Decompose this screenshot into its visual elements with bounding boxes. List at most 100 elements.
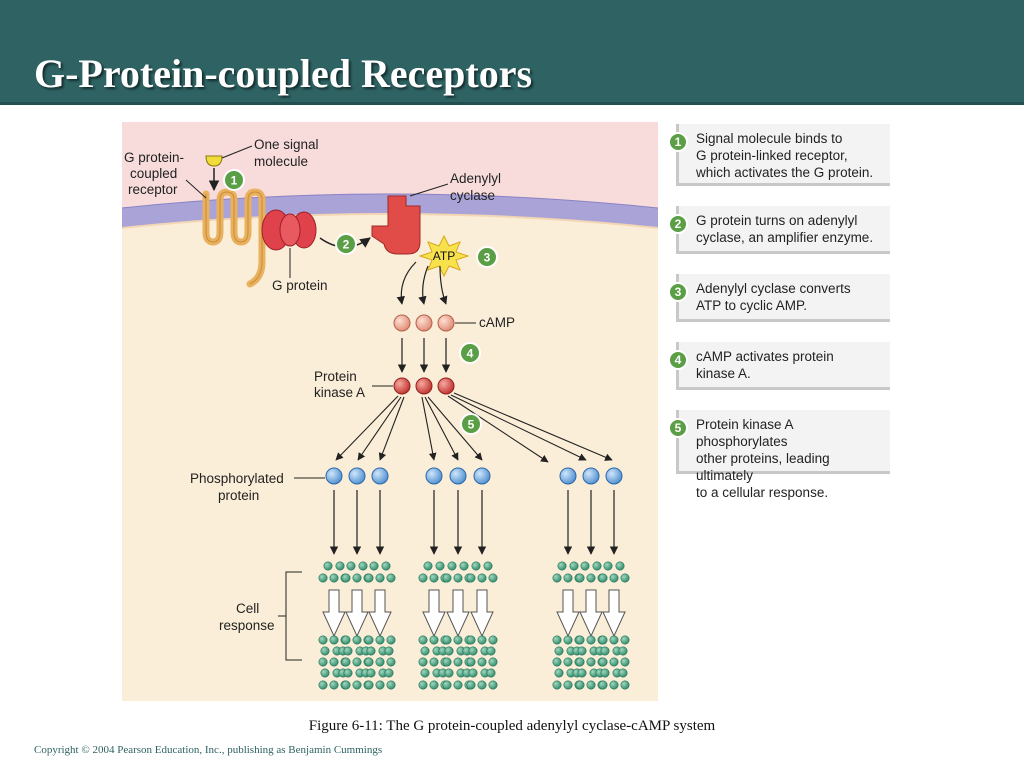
step-badge-2: 2 <box>668 214 688 234</box>
phosphorylated-protein-label: Phosphorylated protein <box>190 471 288 503</box>
response-dot <box>352 635 362 645</box>
response-dot <box>554 646 564 656</box>
response-dot <box>418 657 428 667</box>
response-dot <box>477 573 487 583</box>
response-dot <box>442 573 452 583</box>
response-dot <box>618 646 628 656</box>
response-dot <box>346 561 356 571</box>
response-dot <box>329 657 339 667</box>
response-dot <box>369 561 379 571</box>
response-dot <box>341 680 351 690</box>
response-dot <box>442 680 452 690</box>
response-dot <box>620 573 630 583</box>
response-dot <box>386 573 396 583</box>
response-dot <box>364 573 374 583</box>
response-dot <box>468 668 478 678</box>
response-dot <box>609 573 619 583</box>
response-dot <box>620 680 630 690</box>
response-dot <box>318 635 328 645</box>
response-dot <box>575 635 585 645</box>
response-dot <box>444 646 454 656</box>
hollow-arrow <box>322 589 346 638</box>
response-dot <box>343 668 353 678</box>
camp-molecule <box>415 314 433 332</box>
step-text-1: Signal molecule binds to G protein-linke… <box>696 131 874 180</box>
response-dot <box>609 680 619 690</box>
adenylyl-cyclase-label: Adenylyl cyclase <box>450 171 505 203</box>
response-dot <box>477 635 487 645</box>
camp-label: cAMP <box>479 315 515 330</box>
response-dot <box>364 680 374 690</box>
response-dot <box>563 635 573 645</box>
response-dot <box>318 573 328 583</box>
response-dot <box>486 646 496 656</box>
camp-molecule <box>393 314 411 332</box>
response-arrows <box>329 490 619 555</box>
slide-title: G-Protein-coupled Receptors <box>34 51 533 96</box>
response-dot <box>557 561 567 571</box>
response-dot <box>552 680 562 690</box>
response-dot <box>364 635 374 645</box>
response-dot <box>435 561 445 571</box>
step-text-4: cAMP activates protein kinase A. <box>696 349 834 381</box>
response-dot <box>459 561 469 571</box>
protein-kinase-a-label: Protein kinase A <box>314 369 365 400</box>
step-badge-3-diagram: 3 <box>476 246 498 268</box>
protein-kinase-a-molecule <box>415 377 433 395</box>
step-badge-1-diagram: 1 <box>223 169 245 191</box>
response-dot <box>381 561 391 571</box>
pka-arrows <box>335 392 613 463</box>
receptor-shape <box>202 188 266 288</box>
response-dot <box>586 635 596 645</box>
response-dot <box>620 635 630 645</box>
figure-caption: Figure 6-11: The G protein-coupled adeny… <box>308 718 716 734</box>
response-dot <box>341 573 351 583</box>
response-dots-bottom <box>318 635 630 690</box>
step-card-5: 5 Protein kinase A phosphorylates other … <box>668 410 890 500</box>
response-dot <box>329 680 339 690</box>
response-dot <box>575 573 585 583</box>
response-dot <box>329 635 339 645</box>
response-dot <box>598 680 608 690</box>
response-dot <box>442 657 452 667</box>
response-dot <box>483 561 493 571</box>
response-dot <box>429 657 439 667</box>
response-dot <box>488 680 498 690</box>
response-dot <box>384 646 394 656</box>
response-dot <box>552 657 562 667</box>
response-dot <box>366 668 376 678</box>
response-dot <box>447 561 457 571</box>
receptor-label: G protein- coupled receptor <box>124 150 188 197</box>
response-dot <box>569 561 579 571</box>
response-dot <box>488 635 498 645</box>
response-dot <box>358 561 368 571</box>
step-card-3: 3 Adenylyl cyclase converts ATP to cycli… <box>668 274 890 322</box>
response-dot <box>375 635 385 645</box>
response-dot <box>468 646 478 656</box>
response-dot <box>335 561 345 571</box>
response-dot <box>418 573 428 583</box>
response-dot <box>429 635 439 645</box>
response-dot <box>323 561 333 571</box>
svg-text:5: 5 <box>468 418 475 432</box>
response-dot <box>466 573 476 583</box>
response-dot <box>552 635 562 645</box>
hollow-arrow <box>579 589 603 638</box>
step-badge-3: 3 <box>668 282 688 302</box>
cell-response-label: Cell response <box>219 601 275 633</box>
step-text-3: Adenylyl cyclase converts ATP to cyclic … <box>696 281 851 313</box>
hollow-arrow <box>556 589 580 638</box>
response-dots-top <box>318 561 630 583</box>
response-dot <box>563 680 573 690</box>
response-dot <box>375 680 385 690</box>
response-dot <box>341 635 351 645</box>
response-dot <box>577 646 587 656</box>
response-dot <box>577 668 587 678</box>
response-dot <box>563 657 573 667</box>
response-dot <box>488 573 498 583</box>
response-dot <box>418 680 428 690</box>
response-dot <box>318 657 328 667</box>
response-dot <box>563 573 573 583</box>
response-dot <box>352 573 362 583</box>
